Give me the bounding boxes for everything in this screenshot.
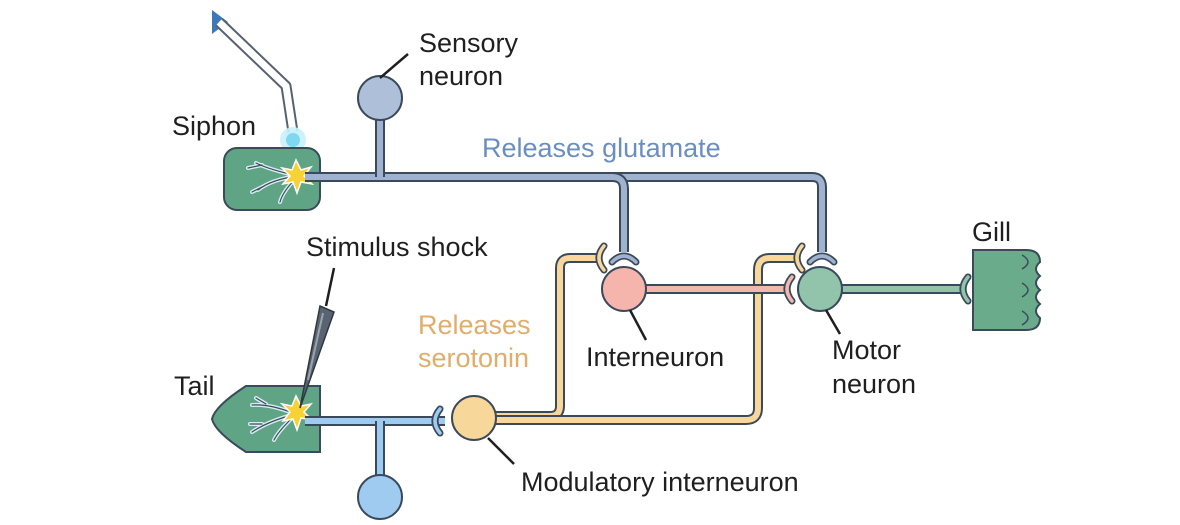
sensory-neuron-leader	[379, 53, 409, 79]
motor-neuron-cell-body	[797, 266, 843, 312]
siphon-label: Siphon	[172, 111, 256, 141]
stimulus-shock-leader	[324, 267, 336, 307]
releases-glutamate-label: Releases glutamate	[482, 133, 721, 163]
interneuron-leader	[628, 309, 648, 341]
sensory-neuron-label-line2: neuron	[419, 61, 503, 91]
modulatory-interneuron-axon	[495, 242, 806, 425]
motor-neuron-label-line1: Motor	[832, 335, 901, 365]
water-jet-probe-icon	[212, 10, 306, 153]
modulatory-interneuron-leader	[487, 437, 515, 465]
sensory-neuron-axon	[305, 118, 838, 266]
releases-serotonin-label-line1: Releases	[418, 310, 531, 340]
modulatory-interneuron-cell-body	[451, 395, 497, 441]
interneuron-label: Interneuron	[586, 342, 724, 372]
motor-neuron-label-line2: neuron	[832, 369, 916, 399]
releases-serotonin-label-line2: serotonin	[418, 343, 529, 373]
stimulus-shock-label: Stimulus shock	[306, 232, 488, 262]
sensory-neuron-cell-body	[357, 75, 403, 121]
motor-neuron-leader	[824, 309, 842, 335]
tail-organ-icon	[210, 385, 321, 453]
siphon-organ-icon	[223, 147, 321, 211]
modulatory-interneuron-label: Modulatory interneuron	[521, 467, 799, 497]
tail-sensory-neuron-axon	[305, 405, 445, 484]
stimulus-electrode-icon	[299, 304, 335, 409]
interneuron-axon	[646, 273, 796, 305]
gill-organ-icon	[972, 249, 1042, 331]
sensory-neuron-label-line1: Sensory	[419, 28, 519, 58]
gill-label: Gill	[972, 217, 1011, 247]
tail-sensory-neuron-cell-body	[357, 474, 403, 520]
tail-label: Tail	[174, 371, 215, 401]
motor-neuron-axon	[842, 273, 972, 305]
interneuron-cell-body	[601, 266, 647, 312]
